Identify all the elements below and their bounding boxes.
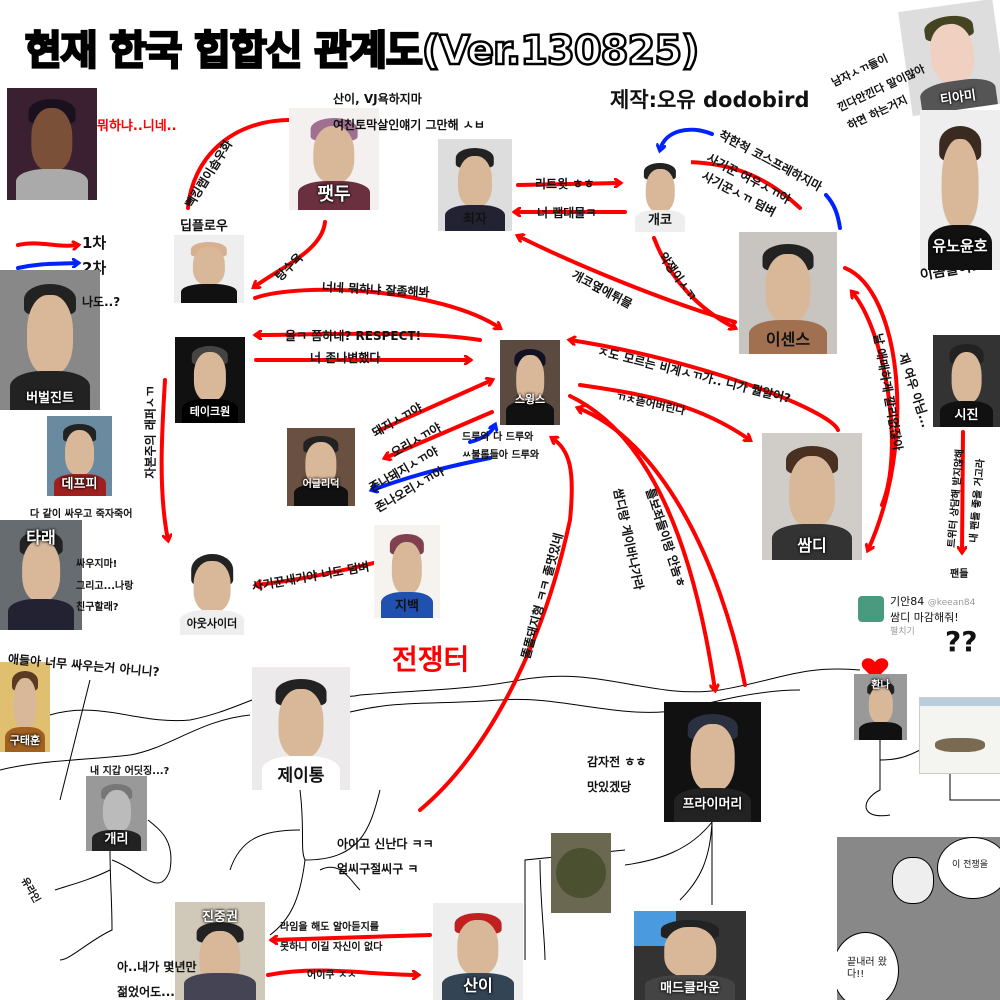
- dinosaur-screenshot: [919, 697, 1000, 774]
- label-fatdoo2: 여친토막살인얘기 그만해 ㅅㅂ: [333, 118, 485, 132]
- label-alldie: 다 같이 싸우고 죽자죽어: [30, 509, 133, 520]
- label-retweet: 리트윗 ㅎㅎ: [535, 177, 595, 191]
- label-tarae1: 싸우지마!: [76, 559, 118, 570]
- tweet-author: 기안84 @keean84: [890, 595, 976, 608]
- photo-simd: 쌈디: [762, 433, 862, 560]
- label-come2: ㅆ불롬들아 드루와: [462, 450, 540, 461]
- photo-verbal: 버벌진트: [0, 270, 100, 410]
- photo-choiza: 최자: [438, 139, 512, 231]
- photo-uglyduck: 어글리덕: [287, 428, 355, 506]
- author-credit: 제작:오유 dodobird: [610, 88, 810, 112]
- label-come1: 드루와 다 드루와: [462, 432, 534, 443]
- photo-swings: 스윙스: [500, 340, 560, 425]
- photo-deepflow: [174, 235, 244, 303]
- label-deepflow: 딥플로우: [180, 219, 228, 234]
- photo-esens: 이센스: [739, 232, 837, 354]
- photo-taemi: 티아미: [898, 0, 1000, 117]
- heart-icon: [861, 658, 889, 680]
- photo-gary: 개리: [86, 776, 147, 851]
- label-fatdoo1: 산이, VJ욕하지마: [333, 92, 422, 106]
- label-young1: 아..내가 몇년만: [117, 960, 197, 974]
- label-exciting2: 얼씨구절씨구 ㅋ: [337, 862, 419, 876]
- label-fans: 팬들: [950, 569, 969, 580]
- label-changed: 너 존나변했다: [310, 351, 381, 365]
- photo-potato-pancake: [551, 833, 611, 913]
- photo-sanE: 산이: [433, 903, 523, 1000]
- label-battlefield: 전쟁터: [392, 643, 470, 676]
- photo-jtong: 제이통: [252, 667, 350, 790]
- photo-fatdoo: 팻두: [289, 108, 379, 210]
- photo-jinjungkwon: 진중권: [175, 902, 265, 1000]
- legend-first: 1차: [82, 234, 107, 252]
- photo-madclown: 매드클라운: [634, 911, 746, 1000]
- label-tarae2: 그리고...나랑: [76, 581, 134, 592]
- photo-hwanna: 환나: [854, 674, 907, 740]
- label-metoo: 나도..?: [82, 295, 121, 309]
- label-oops: 어이쿠 ㅈㅅ: [307, 970, 357, 981]
- photo-gbaek: 지백: [374, 525, 440, 618]
- label-kendrick: 뭐하냐..니네..: [97, 119, 177, 134]
- photo-kendrick: [7, 88, 97, 200]
- comic-panel: 이 전쟁을 끝내러 왔다!!: [837, 837, 1000, 1000]
- label-potato1: 감자전 ㅎㅎ: [587, 755, 647, 769]
- label-capitalist: 자본주의 래퍼ㅅㄲ: [143, 386, 158, 479]
- photo-takeone: 테이크원: [175, 337, 245, 423]
- label-rhyme1: 라임을 해도 알아듣지를: [280, 922, 379, 933]
- photo-yunho: 유노윤호: [920, 110, 1000, 270]
- photo-gaeko: 개코: [629, 155, 691, 232]
- label-tarae3: 친구할래?: [76, 602, 119, 613]
- photo-primary: 프라이머리: [664, 702, 761, 822]
- label-rhyme2: 못하니 이길 자신이 없다: [280, 942, 383, 953]
- photo-sijin: 시진: [933, 335, 1000, 427]
- photo-defp: 데프피: [47, 416, 112, 496]
- label-potato2: 맛있겠당: [587, 780, 632, 794]
- label-young2: 젊었어도...: [117, 985, 175, 999]
- photo-gootaehoon: 구태훈: [0, 662, 50, 752]
- photo-tarae: 타래: [0, 520, 82, 630]
- page-title: 현재 한국 힙합신 관계도(Ver.130825): [24, 27, 701, 76]
- label-rapbig: 너 랩대물ㅋ: [537, 206, 597, 220]
- label-exciting1: 아이고 신난다 ㅋㅋ: [337, 837, 434, 851]
- question-marks: ??: [945, 625, 978, 658]
- label-wallet: 내 지갑 어딧징...?: [90, 766, 170, 777]
- photo-outsider: 아웃사이더: [172, 545, 252, 635]
- label-respect: 올ㅋ 쫌하네? RESPECT!: [285, 329, 422, 343]
- tweet-avatar: [858, 596, 884, 622]
- tweet-handle: @keean84: [927, 598, 976, 608]
- tweet-text: 쌈디 마감해줘!: [890, 611, 959, 624]
- tweet-expand-link[interactable]: 펼치기: [890, 627, 915, 637]
